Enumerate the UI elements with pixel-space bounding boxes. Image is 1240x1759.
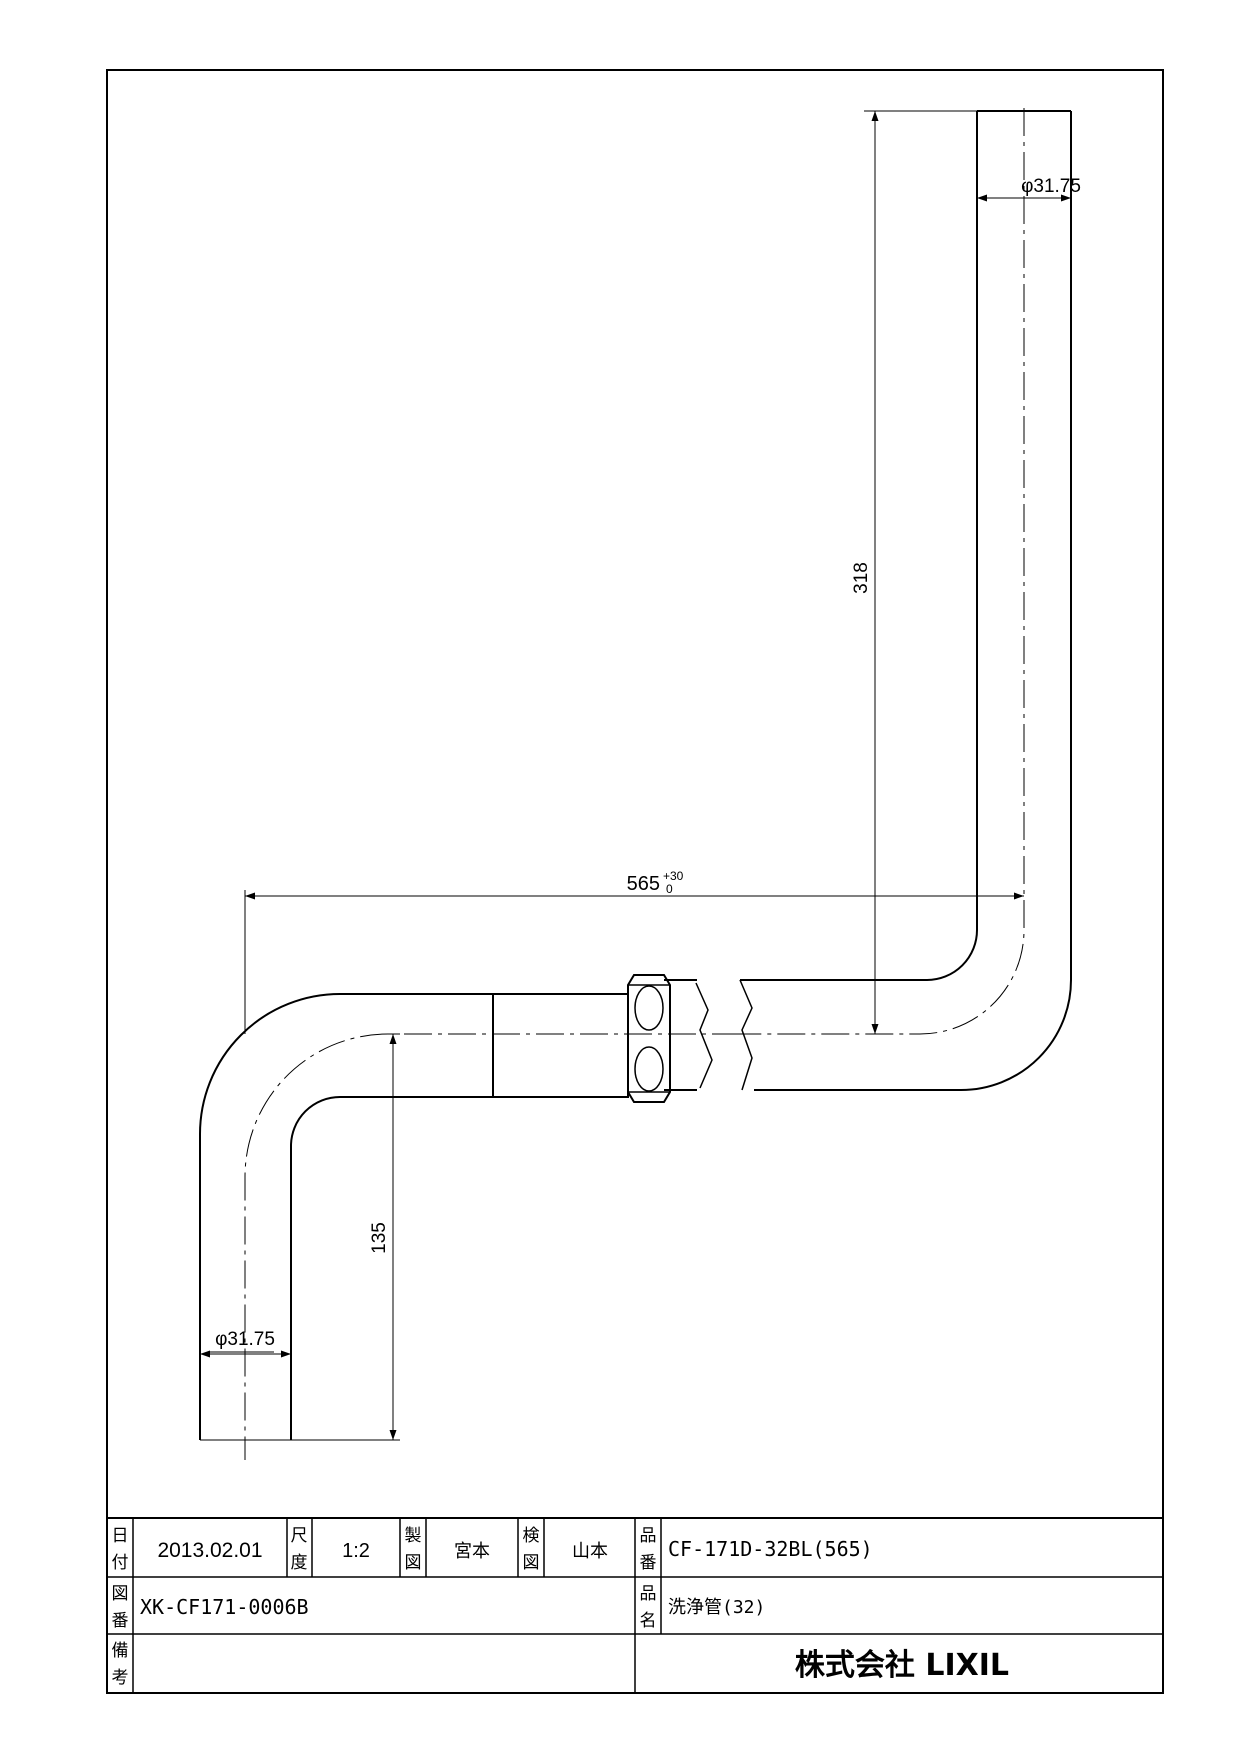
dimension-labels: φ31.75 318 565 +30 0 135 φ31.75 — [215, 176, 1081, 1350]
drawing-no-value: XK-CF171-0006B — [140, 1595, 309, 1619]
date-label-1: 日 — [112, 1526, 129, 1546]
title-block-text: 日 付 2013.02.01 尺 度 1:2 製 図 宮本 検 図 山本 品 番… — [112, 1526, 1010, 1688]
drop-outer-wall — [199, 993, 493, 1440]
part-no-label-2: 番 — [640, 1553, 657, 1573]
vertical-length-label: 318 — [851, 562, 872, 594]
part-name-label-1: 品 — [640, 1584, 657, 1604]
checked-label-2: 図 — [523, 1553, 540, 1573]
bottom-diameter-label: φ31.75 — [215, 1329, 275, 1350]
pipe-geometry — [199, 110, 1072, 1440]
drawn-label-1: 製 — [405, 1526, 422, 1546]
nut-face-lower — [634, 1046, 664, 1092]
part-name-value: 洗浄管(32) — [668, 1597, 765, 1618]
hex-nut — [627, 974, 671, 1103]
date-value: 2013.02.01 — [157, 1539, 262, 1562]
drop-centerline — [244, 1033, 389, 1460]
riser-outer-wall — [754, 111, 1072, 1091]
company-name: 株式会社 LIXIL — [795, 1648, 1009, 1683]
drawn-value: 宮本 — [454, 1541, 490, 1562]
drop-length-label: 135 — [369, 1222, 390, 1254]
checked-label-1: 検 — [523, 1526, 540, 1546]
break-right — [739, 979, 753, 1091]
riser-inner-wall — [740, 111, 978, 981]
title-block — [107, 1517, 1163, 1693]
remarks-label-1: 備 — [112, 1641, 129, 1661]
drawn-label-2: 図 — [405, 1553, 422, 1573]
top-diameter-label: φ31.75 — [1021, 176, 1081, 197]
socket-sleeve — [492, 993, 629, 1098]
centerlines — [244, 108, 1025, 1460]
checked-value: 山本 — [572, 1541, 608, 1562]
remarks-label-2: 考 — [112, 1668, 129, 1688]
break-left — [695, 982, 713, 1089]
drop-inner-wall — [290, 1096, 493, 1440]
part-no-value: CF-171D-32BL(565) — [668, 1537, 873, 1561]
part-name-label-2: 名 — [640, 1611, 657, 1631]
riser-centerline — [740, 108, 1025, 1035]
horizontal-tol-minus: 0 — [666, 882, 673, 896]
drawing-no-label-1: 図 — [112, 1584, 129, 1604]
drawing-no-label-2: 番 — [112, 1611, 129, 1631]
date-label-2: 付 — [112, 1553, 129, 1573]
part-no-label-1: 品 — [640, 1526, 657, 1546]
scale-label-1: 尺 — [291, 1526, 308, 1546]
nut-face-upper — [634, 985, 664, 1031]
horizontal-tol-plus: +30 — [663, 869, 684, 883]
horizontal-length-label: 565 — [627, 873, 660, 895]
scale-value: 1:2 — [342, 1540, 370, 1562]
scale-label-2: 度 — [291, 1553, 308, 1573]
dimension-lines — [200, 110, 1071, 1441]
